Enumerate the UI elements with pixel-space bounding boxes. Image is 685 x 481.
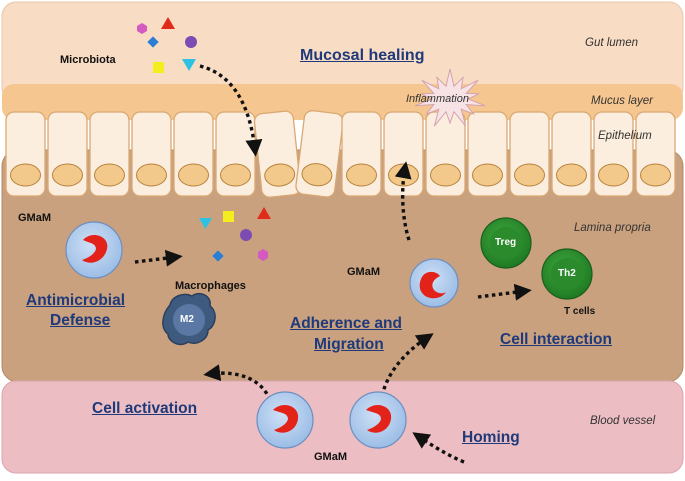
gmam-cell-bottom-left bbox=[256, 391, 314, 449]
inverted-triangle-icon bbox=[199, 218, 212, 229]
epithelial-nucleus bbox=[301, 163, 333, 187]
square-icon bbox=[153, 62, 164, 73]
antimicrobial-label: Antimicrobial bbox=[26, 292, 126, 309]
nucleus-icon bbox=[273, 404, 299, 433]
lamina-propria-label: Lamina propria bbox=[574, 222, 651, 234]
macrophages-label: Macrophages bbox=[175, 280, 246, 292]
epithelial-nucleus bbox=[472, 163, 503, 187]
triangle-icon bbox=[161, 17, 175, 29]
homing-label: Homing bbox=[462, 429, 520, 446]
epithelial-nucleus bbox=[556, 163, 587, 187]
microbiota-lamina bbox=[199, 207, 271, 262]
dashed-arrow-icon bbox=[477, 283, 532, 301]
gmam-bottom-label: GMaM bbox=[314, 451, 347, 463]
macrophage-m2 bbox=[162, 292, 216, 346]
epithelial-nucleus bbox=[10, 163, 41, 187]
circle-icon bbox=[240, 229, 252, 241]
epithelial-nucleus bbox=[94, 163, 125, 187]
nucleus-icon bbox=[366, 404, 392, 433]
blood-vessel-label: Blood vessel bbox=[590, 415, 656, 427]
t-cell-treg bbox=[480, 217, 532, 269]
epithelial-nucleus bbox=[178, 163, 209, 187]
diamond-icon bbox=[212, 250, 224, 262]
epithelium-cells bbox=[5, 110, 676, 198]
hexagon-icon bbox=[137, 23, 147, 34]
epithelial-nucleus bbox=[514, 163, 545, 187]
dashed-arrow-icon bbox=[380, 333, 434, 397]
gmam-center-label: GMaM bbox=[347, 266, 380, 278]
treg-label: Treg bbox=[495, 237, 517, 248]
epithelial-nucleus bbox=[52, 163, 83, 187]
t-cell-th2 bbox=[541, 248, 593, 300]
epithelial-nucleus bbox=[430, 163, 461, 187]
mucus-layer-band bbox=[2, 84, 683, 120]
square-icon bbox=[223, 211, 234, 222]
mucus-layer-label: Mucus layer bbox=[591, 95, 653, 107]
microbiota-top bbox=[137, 17, 197, 73]
microbiota-label: Microbiota bbox=[60, 54, 116, 66]
inflammation-label: Inflammation bbox=[406, 93, 469, 105]
gmam-cell-center bbox=[409, 258, 459, 308]
defense-label: Defense bbox=[50, 312, 111, 329]
adherence-label: Adherence and bbox=[290, 315, 402, 332]
migration-label: Migration bbox=[314, 336, 384, 353]
dashed-arrow-icon bbox=[199, 64, 263, 157]
m2-label: M2 bbox=[180, 314, 194, 325]
gmam-left-label: GMaM bbox=[18, 212, 51, 224]
blood-vessel-band bbox=[1, 380, 684, 474]
gmam-cell-left bbox=[65, 221, 123, 279]
epithelial-nucleus bbox=[598, 163, 629, 187]
nucleus-icon bbox=[82, 234, 108, 263]
epithelial-nucleus bbox=[220, 163, 251, 187]
triangle-icon bbox=[257, 207, 271, 219]
inverted-triangle-icon bbox=[182, 59, 196, 71]
dashed-arrows bbox=[134, 64, 532, 464]
diamond-icon bbox=[147, 36, 159, 48]
nucleus-icon bbox=[419, 271, 446, 299]
epithelium-label: Epithelium bbox=[598, 130, 652, 142]
mucosal-healing-label: Mucosal healing bbox=[300, 47, 425, 64]
t-cells-label: T cells bbox=[564, 306, 596, 317]
epithelial-nucleus bbox=[346, 163, 377, 187]
circle-icon bbox=[185, 36, 197, 48]
dashed-arrow-icon bbox=[394, 161, 412, 241]
gmam-cell-bottom-right bbox=[349, 391, 407, 449]
starburst-icon bbox=[414, 68, 486, 127]
cell-interaction-label: Cell interaction bbox=[500, 331, 612, 348]
hexagon-icon bbox=[258, 249, 268, 261]
epithelial-nucleus bbox=[264, 163, 296, 187]
th2-label: Th2 bbox=[558, 268, 576, 279]
epithelial-nucleus bbox=[136, 163, 167, 187]
cell-activation-label: Cell activation bbox=[92, 400, 198, 417]
gut-lumen-label: Gut lumen bbox=[585, 37, 639, 49]
epithelial-nucleus bbox=[640, 163, 671, 187]
